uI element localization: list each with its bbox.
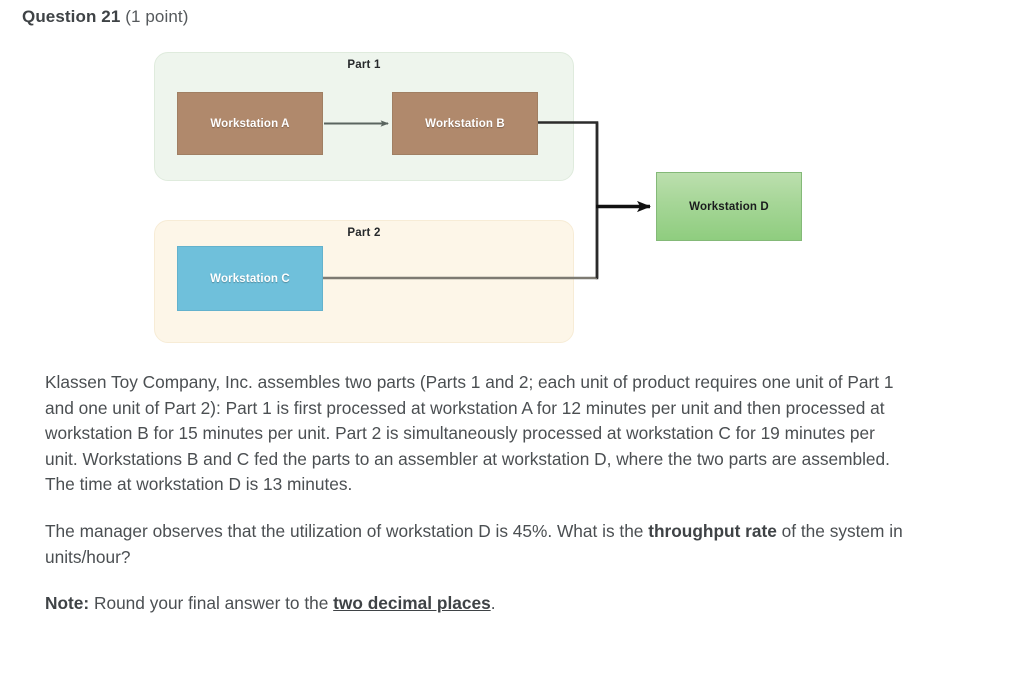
two-decimal-places-emphasis: two decimal places	[333, 593, 491, 614]
note-label: Note:	[45, 593, 90, 614]
question-paragraph-2-tail: of the system in units/hour?	[45, 520, 903, 567]
connector-b-to-junction	[536, 121, 599, 280]
question-points-label: (1 point)	[125, 7, 189, 26]
note-tail: .	[490, 593, 496, 614]
note-lead: Round your final answer to the	[89, 593, 334, 614]
node-workstation-b[interactable]: Workstation B	[392, 92, 538, 155]
node-workstation-a-label: Workstation A	[210, 117, 290, 130]
question-paragraph-1: Klassen Toy Company, Inc. assembles two …	[45, 372, 894, 495]
question-paragraph-2-lead: The manager observes that the utilizatio…	[45, 520, 649, 541]
group-part-2-label: Part 2	[347, 227, 381, 239]
node-workstation-d[interactable]: Workstation D	[656, 172, 802, 241]
question-body: Klassen Toy Company, Inc. assembles two …	[45, 370, 910, 617]
question-paragraph-2: The manager observes that the utilizatio…	[45, 519, 910, 570]
diagram-connectors	[323, 120, 651, 280]
question-note: Note: Round your final answer to the two…	[45, 591, 910, 617]
question-number-label: Question 21	[22, 7, 121, 26]
question-header: Question 21 (1 point)	[22, 7, 189, 27]
node-workstation-c-label: Workstation C	[210, 272, 290, 285]
node-workstation-b-label: Workstation B	[425, 117, 505, 130]
node-workstation-a[interactable]: Workstation A	[177, 92, 323, 155]
process-flow-diagram: Part 1 Part 2 Workstation A Workstation …	[154, 52, 802, 343]
throughput-rate-emphasis: throughput rate	[648, 520, 777, 541]
node-workstation-c[interactable]: Workstation C	[177, 246, 323, 311]
group-part-1-label: Part 1	[347, 59, 381, 71]
node-workstation-d-label: Workstation D	[689, 200, 769, 213]
